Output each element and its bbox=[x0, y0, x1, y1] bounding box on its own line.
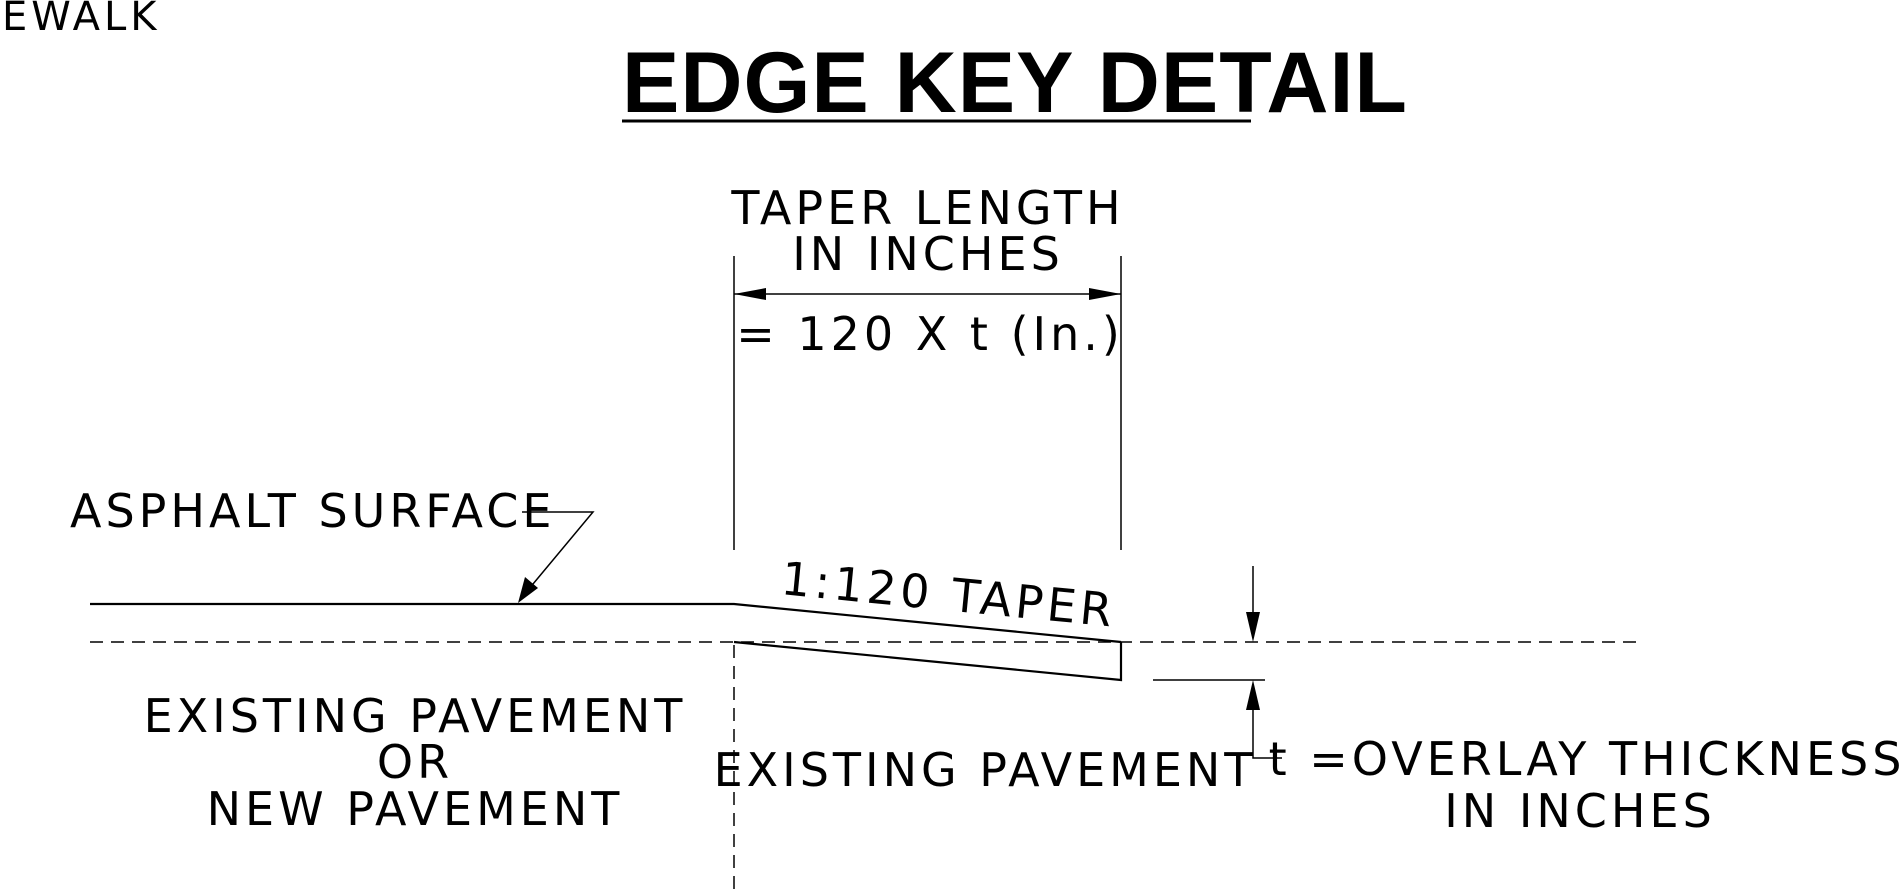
overlay-thickness-label-line1: t =OVERLAY THICKNESS bbox=[1269, 732, 1903, 786]
asphalt-surface-leader bbox=[522, 511, 595, 591]
drawing-title: EDGE KEY DETAIL bbox=[622, 35, 1408, 131]
overlay-bottom-arrowhead bbox=[1246, 680, 1260, 710]
dimension-arrowhead-left bbox=[734, 288, 766, 300]
left-pavement-label-line2: OR bbox=[377, 735, 453, 789]
corner-text: EWALK bbox=[2, 0, 161, 40]
center-pavement-label: EXISTING PAVEMENT bbox=[714, 743, 1257, 797]
edge-key-wedge bbox=[733, 640, 1123, 682]
dimension-arrowhead-right bbox=[1089, 288, 1121, 300]
taper-length-formula: = 120 X t (In.) bbox=[736, 307, 1124, 361]
taper-length-label-line1: TAPER LENGTH bbox=[730, 181, 1124, 235]
overlay-thickness-label-line2: IN INCHES bbox=[1444, 784, 1716, 838]
overlay-bottom-arrow-leader bbox=[1252, 710, 1282, 759]
left-pavement-label-line1: EXISTING PAVEMENT bbox=[144, 689, 687, 743]
asphalt-surface-label: ASPHALT SURFACE bbox=[70, 484, 555, 538]
asphalt-surface-leader-arrowhead bbox=[518, 577, 538, 603]
overlay-top-arrowhead bbox=[1246, 612, 1260, 642]
left-pavement-label-line3: NEW PAVEMENT bbox=[207, 782, 624, 836]
asphalt-surface-line bbox=[90, 602, 1122, 644]
taper-length-label-line2: IN INCHES bbox=[792, 227, 1064, 281]
